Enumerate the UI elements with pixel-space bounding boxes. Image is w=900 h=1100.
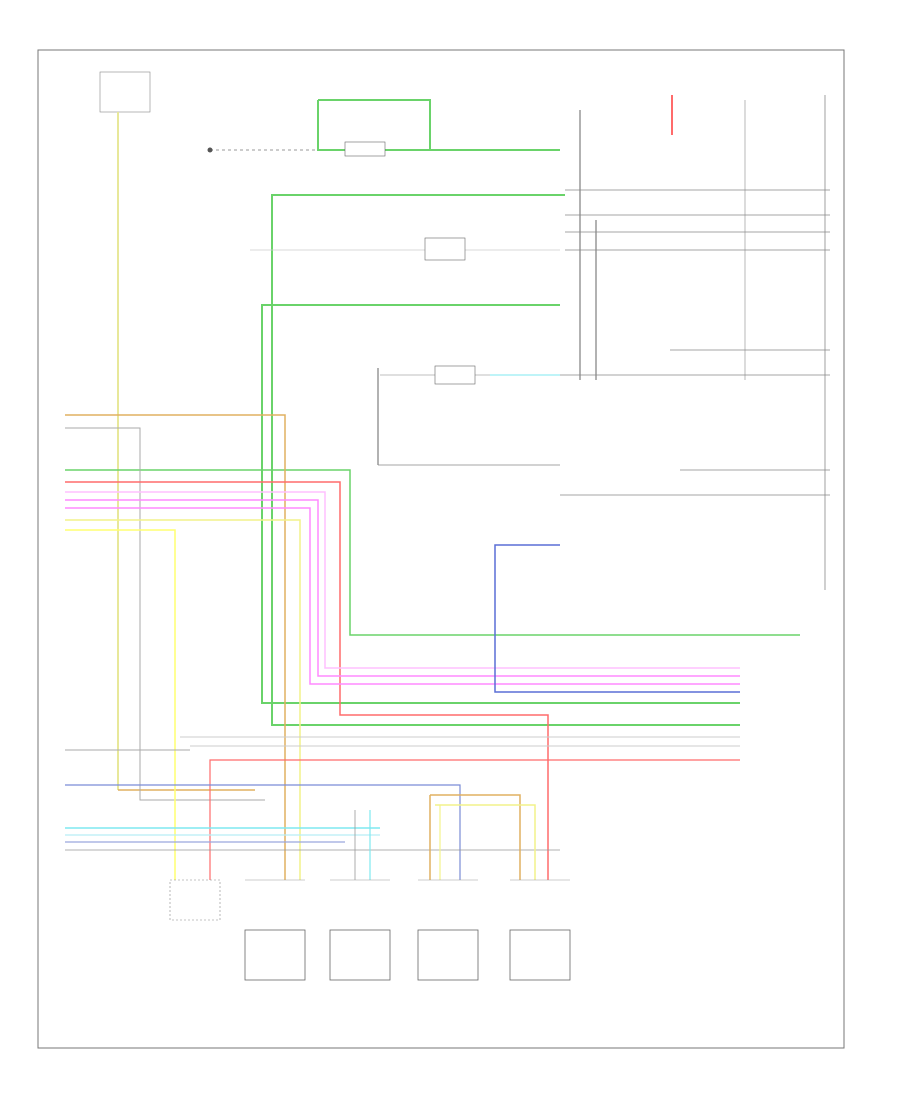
green-wire-third: [65, 469, 800, 636]
relay-mid-2: [377, 365, 560, 466]
top-left-connector: [99, 71, 255, 791]
module-4: [417, 879, 479, 981]
green-wire-second: [261, 304, 740, 704]
right-horizontal-lines: [560, 189, 830, 496]
lower-bus: [65, 736, 740, 880]
blue-wire: [494, 544, 740, 693]
diagram-frame: [37, 49, 845, 1049]
top-relay-loop: [207, 99, 560, 157]
module-1: [169, 879, 221, 921]
left-bus-wires: [65, 414, 740, 880]
module-2: [244, 879, 306, 981]
right-lower-wires: [354, 794, 536, 880]
green-wire-main: [271, 194, 740, 726]
relay-mid-1: [250, 237, 560, 261]
module-5: [509, 879, 571, 981]
right-rails: [579, 95, 826, 590]
module-3: [329, 879, 391, 981]
